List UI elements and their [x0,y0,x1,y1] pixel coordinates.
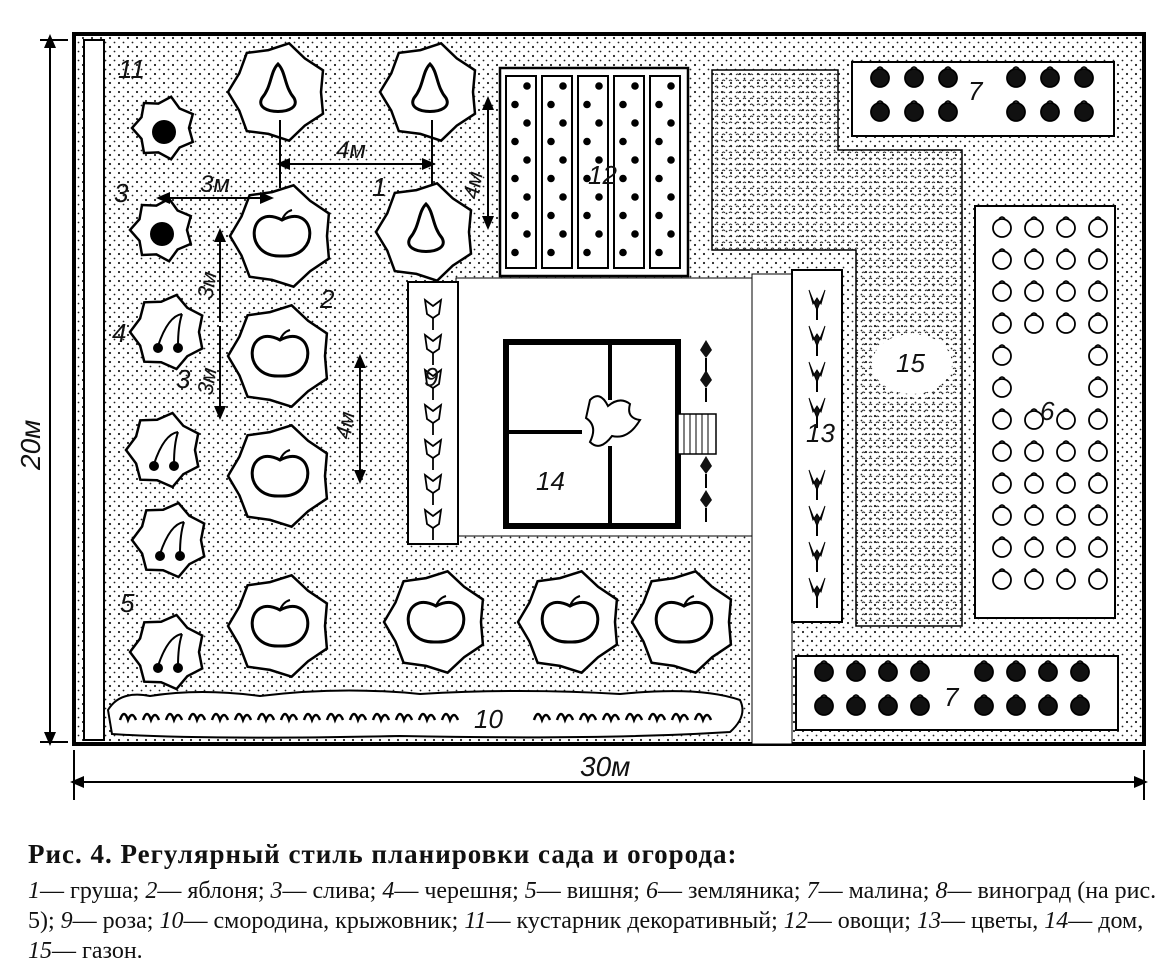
legend-text: — яблоня; [157,878,271,904]
pear-tree-icon [374,181,473,283]
legend-text: — малина; [818,878,936,904]
dim-spacing-3m-v2: 3м [192,366,221,397]
legend-number: 5 [524,878,537,904]
raspberry-bed-top [851,61,1115,137]
apple-tree-icon [382,569,485,675]
legend-number: 3 [270,878,283,904]
dim-spacing-4m-h: 4м [336,137,366,164]
legend-text: — кустарник декоративный; [486,908,784,934]
zone-9: 9 [424,362,438,392]
zone-10: 10 [474,704,503,734]
lawn-15-circle [872,334,952,394]
dim-height: 20м [15,420,46,471]
legend-number: 8 [935,878,948,904]
zone-12: 12 [588,160,617,190]
zone-13: 13 [806,418,835,448]
apple-tree-icon [516,569,619,675]
legend-number: 12 [783,908,808,934]
legend-text: — овощи; [807,908,917,934]
legend-text: — виноград (на рис. 5); [28,878,1157,934]
pear-tree-icon [378,41,477,143]
legend-text: — груша; [40,878,146,904]
legend-number: 11 [464,908,487,934]
dim-spacing-4m-v2: 4м [458,170,487,201]
legend-number: 2 [145,878,158,904]
legend-text: — черешня; [394,878,525,904]
zone-3a: 3 [114,178,129,208]
legend-text: — земляника; [657,878,807,904]
legend-text: — роза; [72,908,160,934]
dim-spacing-3m-h: 3м [200,171,230,198]
zone-2: 2 [319,284,335,314]
garden-plan: 20м 30м 4м 3м 3м 3м 4м 4м 11 3 3 4 5 2 1… [15,32,1148,800]
house-14 [503,339,717,529]
plum-tree-icon [128,197,193,263]
legend-number: 10 [159,908,184,934]
apple-tree-icon [226,423,329,529]
zone-1: 1 [372,172,386,202]
zone-14: 14 [536,466,565,496]
dim-spacing-3m-v1: 3м [192,270,221,301]
legend-text: — газон. [52,938,143,964]
legend-number: 6 [645,878,658,904]
zone-4: 4 [112,318,126,348]
zone-7-bottom: 7 [944,682,960,712]
legend-number: 14 [1044,908,1069,934]
plum-tree-icon [130,95,195,161]
legend-text: — слива; [282,878,383,904]
dimension-lines [40,39,1145,800]
cherry-tree-icon [130,501,206,579]
apple-tree-icon [226,573,329,679]
legend-number: 13 [916,908,941,934]
legend-number: 4 [382,878,395,904]
zone-15: 15 [896,348,925,378]
dim-spacing-4m-v1: 4м [330,410,359,441]
legend-text: — дом, [1068,908,1144,934]
zone-3b: 3 [176,364,191,394]
dimension-arrowheads [44,34,1148,788]
cherry-tree-icon [128,293,204,371]
legend-number: 7 [806,878,819,904]
zone-6: 6 [1040,396,1055,426]
caption-title: Рис. 4. Регулярный стиль планировки сада… [28,839,738,869]
apple-tree-icon [228,183,331,289]
pear-tree-icon [226,41,325,143]
cherry-tree-icon [124,411,200,489]
dim-width: 30м [580,751,630,782]
figure-caption: Рис. 4. Регулярный стиль планировки сада… [28,838,1158,966]
legend-number: 15 [28,938,52,964]
zone-11: 11 [118,54,145,84]
legend-text: — цветы, [940,908,1045,934]
legend-number: 1 [28,878,40,904]
cherry-tree-icon [128,613,204,691]
apple-tree-icon [226,303,329,409]
lawn-15 [711,69,963,627]
legend-number: 9 [60,908,73,934]
legend-text: — смородина, крыжовник; [183,908,465,934]
caption-legend: 1— груша; 2— яблоня; 3— слива; 4— черешн… [28,876,1158,966]
apple-tree-icon [630,569,733,675]
vegetable-bed-12 [498,66,690,278]
zone-5: 5 [120,588,135,618]
legend-text: — вишня; [536,878,646,904]
hedge-strip [83,39,105,741]
zone-7-top: 7 [968,76,984,106]
